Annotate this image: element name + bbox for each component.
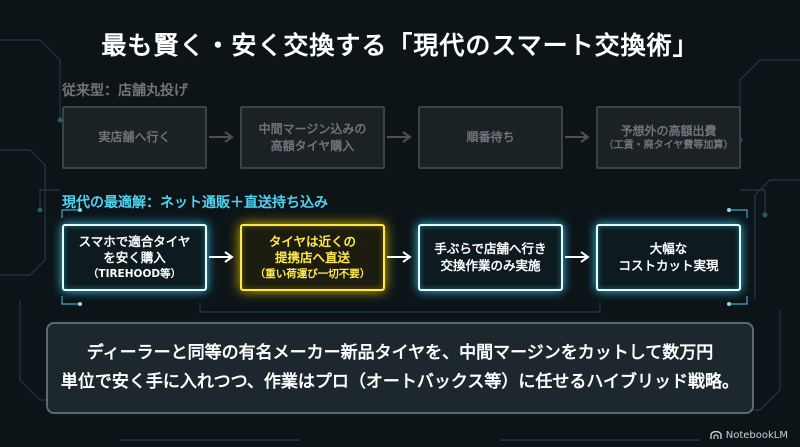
arrow-right-icon: [387, 251, 412, 263]
summary-line-2: 単位で安く手に入れつつ、作業はプロ（オートバックス等）に任せるハイブリッド戦略。: [60, 372, 740, 392]
notebooklm-logo: NotebookLM: [710, 430, 788, 441]
new-step-4: 大幅な コストカット実現: [596, 224, 741, 291]
new-step-4-line2: コストカット実現: [618, 257, 719, 273]
new-step-2-line2: 提携店へ直送: [274, 250, 350, 266]
new-step-3-line2: 交換作業のみ実施: [440, 257, 541, 273]
arrow-right-icon: [209, 131, 234, 143]
old-step-4-line1: 予想外の高額出費: [620, 123, 717, 138]
notebooklm-icon: [710, 431, 722, 439]
summary-line-1: ディーラーと同等の有名メーカー新品タイヤを、中間マージンをカットして数万円: [86, 343, 714, 364]
new-step-1-line2: を安く購入: [103, 250, 166, 266]
arrow-right-icon: [209, 251, 234, 263]
new-step-3-line1: 手ぶらで店舗へ行き: [434, 240, 547, 256]
old-step-2: 中間マージン込みの 高額タイヤ購入: [240, 106, 385, 169]
arrow-right-icon: [565, 251, 590, 263]
old-step-1: 実店舗へ行く: [62, 106, 207, 169]
old-step-4: 予想外の高額出費 （工賃・廃タイヤ費等加算）: [596, 106, 741, 169]
new-step-3: 手ぶらで店舗へ行き 交換作業のみ実施: [418, 224, 563, 291]
arrow-right-icon: [387, 131, 412, 143]
logo-text: NotebookLM: [725, 430, 788, 441]
page-title: 最も賢く・安く交換する「現代のスマート交換術」: [101, 31, 699, 60]
new-step-1: スマホで適合タイヤ を安く購入 （TIREHOOD等）: [62, 224, 207, 291]
old-step-3-line1: 順番待ち: [466, 130, 515, 145]
new-step-2-sub: （重い荷運び一切不要）: [254, 268, 371, 281]
old-step-2-line1: 中間マージン込みの: [258, 122, 367, 137]
arrow-right-icon: [565, 131, 590, 143]
old-step-1-line1: 実店舗へ行く: [98, 130, 171, 145]
old-step-3: 順番待ち: [418, 106, 563, 169]
new-step-2: タイヤは近くの 提携店へ直送 （重い荷運び一切不要）: [240, 224, 385, 291]
old-step-2-line2: 高額タイヤ購入: [270, 138, 355, 153]
old-step-4-sub: （工賃・廃タイヤ費等加算）: [603, 139, 734, 151]
new-step-1-line1: スマホで適合タイヤ: [78, 233, 191, 249]
new-step-2-line1: タイヤは近くの: [268, 233, 357, 249]
new-step-4-line1: 大幅な: [649, 240, 688, 256]
new-flow-label: 現代の最適解：ネット通販＋直送持ち込み: [62, 195, 328, 211]
old-flow-label: 従来型：店舗丸投げ: [62, 83, 188, 99]
new-step-1-sub: （TIREHOOD等）: [87, 268, 182, 281]
summary-panel: ディーラーと同等の有名メーカー新品タイヤを、中間マージンをカットして数万円 単位…: [46, 322, 754, 414]
